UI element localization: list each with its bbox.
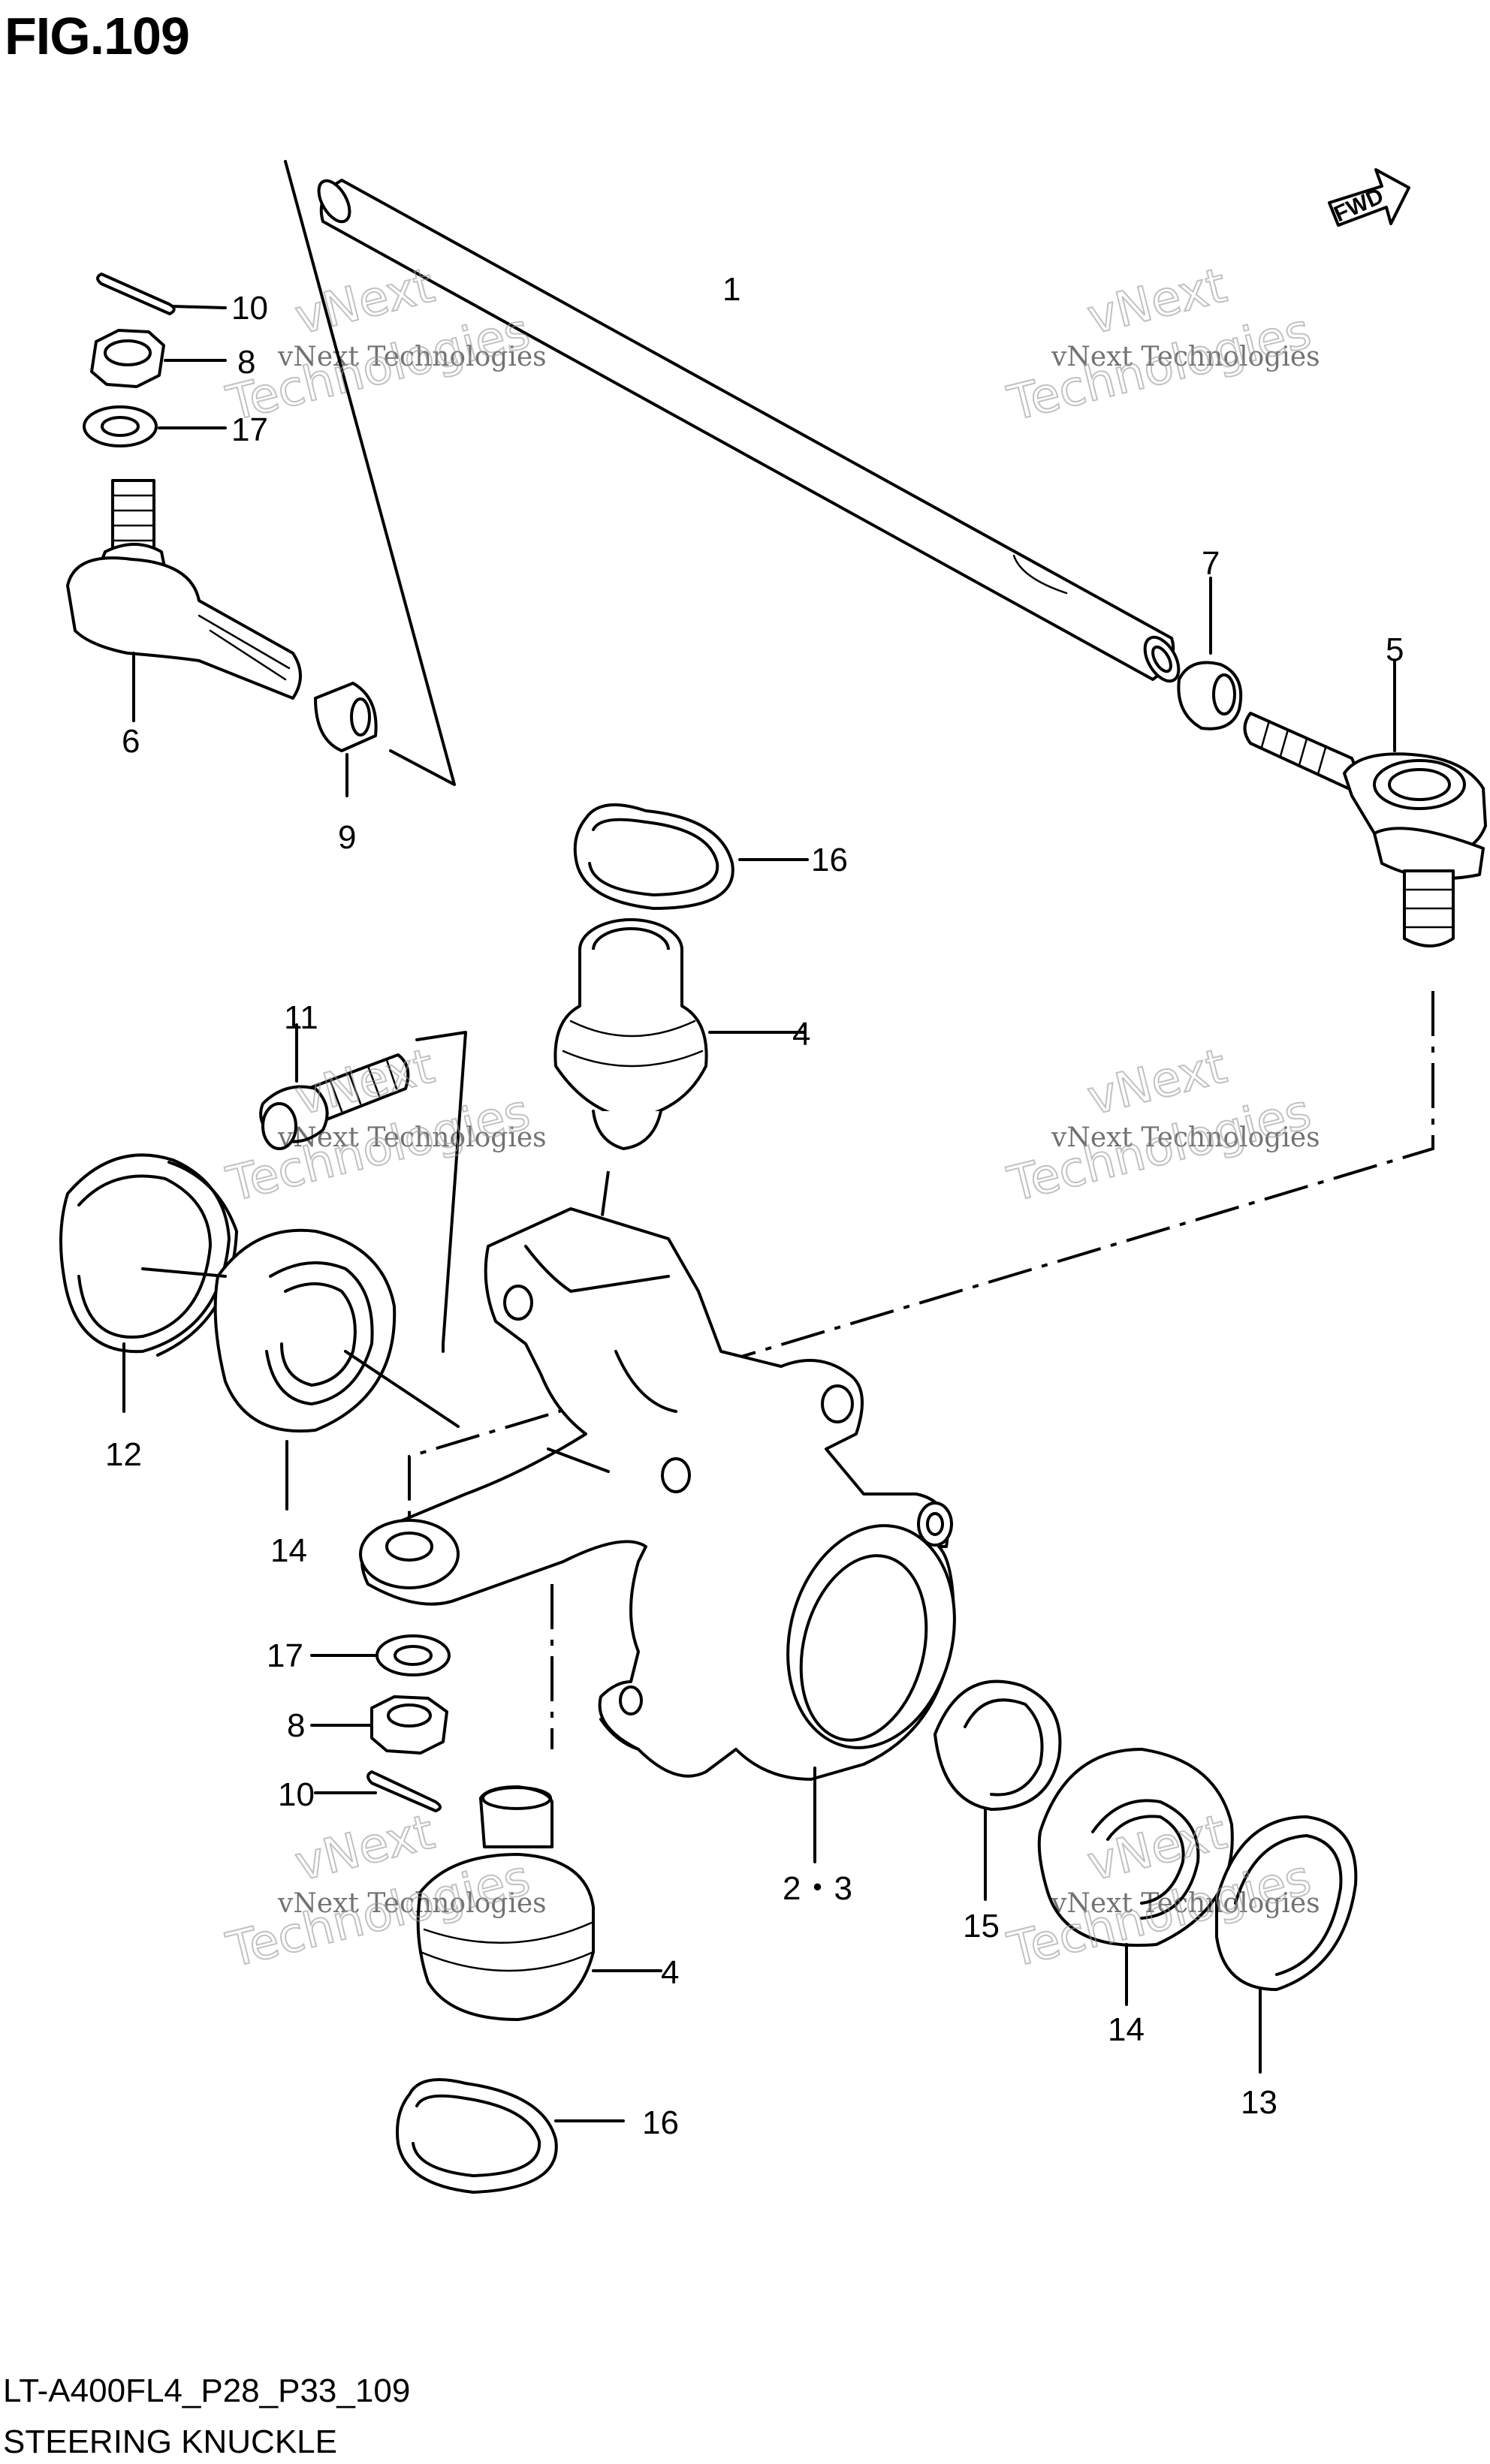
callout-label: 5: [1386, 631, 1404, 668]
oil-seal-right-part: [1215, 1815, 1358, 2074]
callout-label: 8: [287, 1707, 305, 1744]
oil-seal-left-part: [59, 1153, 238, 1413]
callout-labels: 1 10 8 17 6 9 7 5 16 4 11 12 14 17 8 10 …: [105, 271, 1404, 2141]
ball-joint-lower-part: [416, 1785, 662, 2021]
ball-joint-upper-part: [553, 918, 805, 1150]
watermark-text: vNext Technologies: [1051, 1122, 1320, 1153]
bolt-part: [259, 1023, 410, 1150]
callout-label: 14: [270, 1532, 307, 1569]
circlip-top-part: [573, 803, 809, 910]
model-code: LT-A400FL4_P28_P33_109: [3, 2372, 411, 2409]
callout-label: 2・3: [783, 1870, 852, 1907]
callout-label: 9: [338, 819, 356, 856]
callout-label: 1: [722, 271, 740, 308]
callout-label: 12: [105, 1436, 142, 1473]
watermark-text: vNext Technologies: [277, 342, 547, 372]
bearing-left-part: [213, 1228, 460, 1511]
castle-nut-part: [90, 329, 227, 388]
washer-part: [83, 405, 227, 447]
callout-label: 17: [267, 1637, 303, 1674]
callout-label: 4: [792, 1016, 810, 1053]
washer-lower-part: [310, 1634, 451, 1676]
callout-label: 14: [1108, 2011, 1145, 2048]
watermark-text: vNext Technologies: [1051, 342, 1320, 372]
callout-label: 10: [231, 290, 268, 327]
callout-label: 17: [231, 411, 268, 448]
spacer-part: [934, 1679, 1062, 1901]
callout-label: 16: [642, 2104, 679, 2141]
tie-rod-end-right-part: [1243, 659, 1487, 947]
callout-label: 10: [278, 1776, 315, 1813]
callout-label: 4: [661, 1954, 679, 1991]
forward-arrow-icon: FWD: [1328, 168, 1410, 227]
tie-rod-part: [317, 179, 1181, 683]
circlip-lower-part: [396, 2078, 625, 2194]
cotter-pin-lower-part: [314, 1770, 442, 1812]
watermark-text: vNext Technologies: [277, 1122, 547, 1153]
watermark-text: vNext Technologies: [1051, 1888, 1320, 1919]
cotter-pin-part: [96, 273, 227, 315]
tie-rod-end-left-part: [66, 479, 302, 722]
callout-label: 8: [237, 344, 255, 381]
callout-label: 6: [122, 723, 140, 760]
callout-label: 16: [811, 842, 848, 878]
callout-label: 7: [1202, 545, 1220, 582]
lock-nut-part: [314, 682, 378, 797]
watermark-text: vNext Technologies: [277, 1888, 547, 1919]
lock-nut-right-part: [1177, 577, 1243, 730]
callout-label: 13: [1241, 2084, 1277, 2121]
steering-knuckle-part: [359, 1207, 956, 1863]
figure-caption: STEERING KNUCKLE: [3, 2423, 337, 2460]
figure-title: FIG.109: [5, 7, 190, 65]
callout-label: 15: [963, 1908, 1000, 1944]
forward-arrow-label: FWD: [1330, 183, 1387, 227]
callout-label: 11: [284, 999, 318, 1036]
castle-nut-lower-part: [310, 1695, 448, 1755]
